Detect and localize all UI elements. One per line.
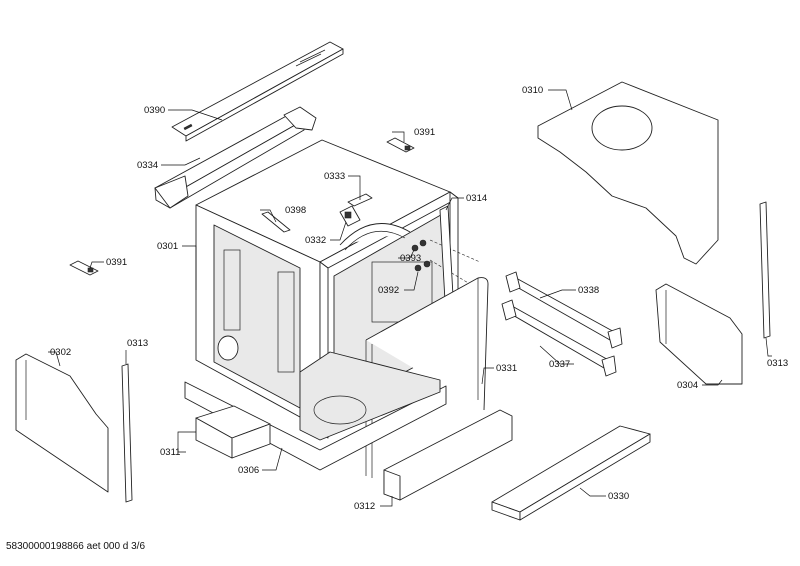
part-0304 — [655, 283, 743, 385]
part-0310 — [537, 81, 719, 265]
label-0312: 0312 — [354, 501, 375, 512]
part-0337 — [501, 299, 617, 377]
label-0398: 0398 — [285, 205, 306, 216]
label-0304: 0304 — [677, 380, 698, 391]
part-0313-right — [759, 201, 771, 339]
label-0313-right: 0313 — [767, 358, 788, 369]
label-0330: 0330 — [608, 491, 629, 502]
label-0333: 0333 — [324, 171, 345, 182]
part-labels: 0390 0334 0391 0391 0333 0398 0332 0301 … — [50, 85, 788, 512]
drawing-number: 58300000198866 aet 000 d 3/6 — [6, 541, 146, 552]
label-0313-left: 0313 — [127, 338, 148, 349]
part-0334 — [154, 106, 317, 209]
part-0311 — [195, 405, 271, 459]
part-0391-left — [69, 260, 99, 276]
label-0314: 0314 — [466, 193, 487, 204]
label-0393: 0393 — [400, 253, 421, 264]
label-0332: 0332 — [305, 235, 326, 246]
label-0392: 0392 — [378, 285, 399, 296]
part-0313-left — [121, 363, 133, 503]
part-0392 — [414, 260, 431, 272]
part-0312 — [383, 409, 513, 501]
label-0391-top: 0391 — [414, 127, 435, 138]
label-0302: 0302 — [50, 347, 71, 358]
label-0338: 0338 — [578, 285, 599, 296]
label-0390: 0390 — [144, 105, 165, 116]
part-0393 — [411, 239, 427, 252]
part-0332 — [339, 205, 361, 227]
label-0301: 0301 — [157, 241, 178, 252]
leader-lines — [48, 89, 772, 507]
label-0334: 0334 — [137, 160, 158, 171]
part-0391-top — [386, 137, 415, 153]
label-0331: 0331 — [496, 363, 517, 374]
label-0311: 0311 — [160, 447, 180, 458]
label-0391-left: 0391 — [106, 257, 127, 268]
part-base — [184, 351, 447, 471]
part-0302 — [15, 353, 109, 493]
label-0337: 0337 — [549, 359, 570, 370]
label-0310: 0310 — [522, 85, 543, 96]
label-0306: 0306 — [238, 465, 259, 476]
part-0330 — [491, 425, 651, 521]
part-0338 — [505, 271, 623, 349]
part-0390 — [171, 41, 344, 142]
